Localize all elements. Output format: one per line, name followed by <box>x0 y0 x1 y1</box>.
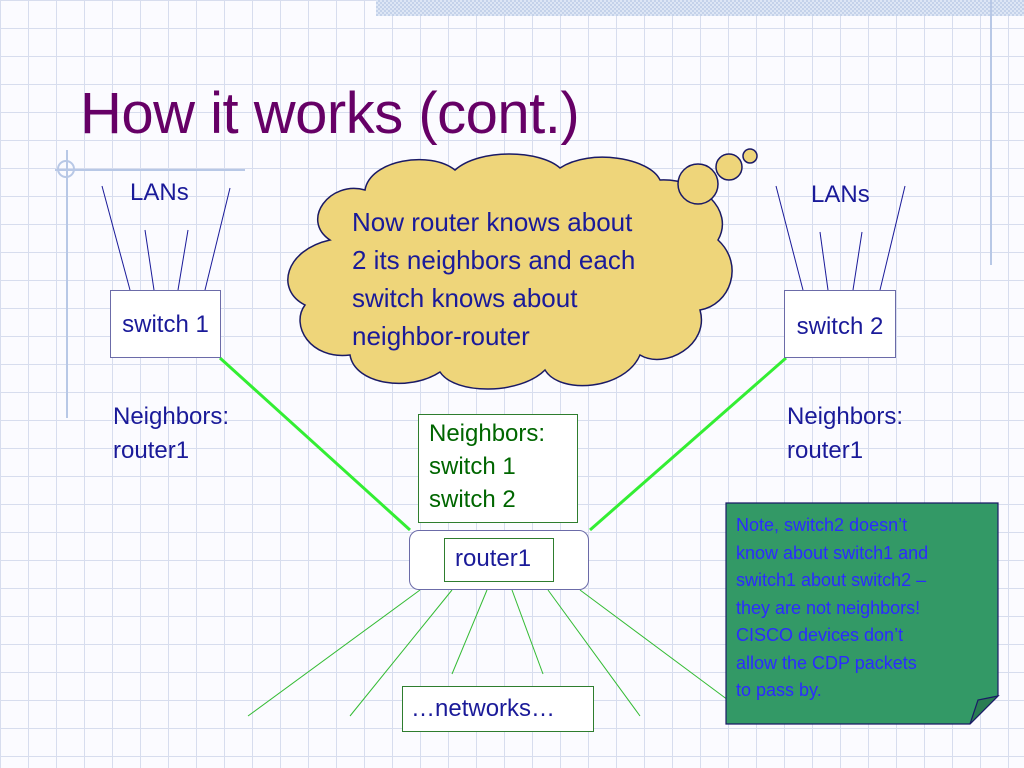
cloud-callout-text: Now router knows about 2 its neighbors a… <box>352 203 712 355</box>
note-line-7: to pass by. <box>736 680 822 700</box>
neighbors-heading-left: Neighbors: <box>113 403 230 430</box>
router-neighbors-heading: Neighbors: <box>429 420 546 447</box>
neighbors-heading-right: Neighbors: <box>787 403 904 430</box>
networks-box: …networks… <box>402 686 594 732</box>
note-line-6: allow the CDP packets <box>736 652 917 673</box>
decor-line-left <box>66 150 68 418</box>
note-line-3: switch1 about switch2 – <box>736 570 927 590</box>
decor-circle <box>57 160 75 178</box>
note-line-5: CISCO devices don’t <box>736 625 904 645</box>
cdp-link-switch-2 <box>589 356 787 532</box>
network-lines <box>247 589 729 717</box>
router-neighbor-switch-2: switch 2 <box>429 486 516 513</box>
router-neighbors-box: Neighbors: switch 1 switch 2 <box>418 414 578 523</box>
lans-label-left: LANs <box>130 179 189 206</box>
switch-2-box: switch 2 <box>784 290 896 358</box>
router-box: router1 <box>444 538 554 582</box>
header-decor-band <box>376 0 1024 16</box>
switch-2-label: switch 2 <box>796 313 884 340</box>
cloud-line-4: neighbor-router <box>352 321 530 351</box>
decor-underline <box>55 169 245 171</box>
switch-1-box: switch 1 <box>110 290 221 358</box>
router-label: router1 <box>455 545 532 572</box>
cloud-line-1: Now router knows about <box>352 207 633 237</box>
cloud-line-3: switch knows about <box>352 283 578 313</box>
slide-title: How it works (cont.) <box>80 81 580 146</box>
lan-lines-switch-2 <box>775 185 906 291</box>
note-text: Note, switch2 doesn’t know about switch1… <box>736 512 996 705</box>
note-line-4: they are not neighbors! <box>736 597 921 618</box>
neighbor-left-router1: router1 <box>113 437 190 464</box>
cdp-link-switch-1 <box>218 356 412 532</box>
note-line-2: know about switch1 and <box>736 542 929 563</box>
cloud-line-2: 2 its neighbors and each <box>352 245 636 275</box>
networks-label: …networks… <box>411 695 556 722</box>
router-neighbor-switch-1: switch 1 <box>429 453 516 480</box>
thought-cloud <box>287 148 758 390</box>
switch-1-label: switch 1 <box>122 311 209 338</box>
lans-label-right: LANs <box>811 181 870 208</box>
note-shape <box>725 502 1000 725</box>
neighbor-right-router1: router1 <box>787 437 864 464</box>
decor-line-right <box>990 0 992 265</box>
lan-lines-switch-1 <box>101 185 231 291</box>
note-line-1: Note, switch2 doesn’t <box>736 515 908 535</box>
